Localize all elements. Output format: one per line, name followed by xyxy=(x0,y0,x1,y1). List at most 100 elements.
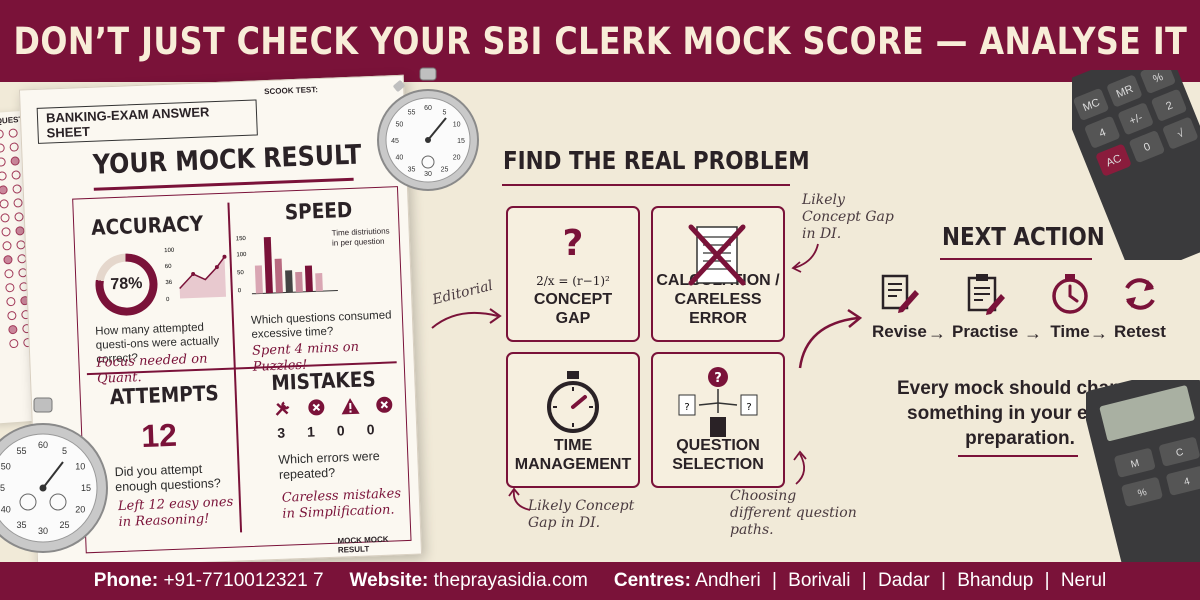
note-arrow-bottom-left xyxy=(508,487,531,511)
answer-bubble xyxy=(0,143,5,153)
accuracy-tick-36: 36 xyxy=(165,280,173,286)
answer-bubble xyxy=(8,324,18,335)
calculator-key-label: C xyxy=(1175,447,1185,459)
answer-bubble xyxy=(11,170,21,180)
calculator-key xyxy=(1163,117,1198,149)
answer-bubble xyxy=(10,156,20,166)
attempts-note: Left 12 easy ones in Reasoning! xyxy=(117,494,234,531)
watch-face-number: 45 xyxy=(0,483,5,493)
answer-bubble xyxy=(0,199,9,209)
step-retest: Retest xyxy=(1114,272,1166,342)
sheet-footer: MOCK MOCK RESULT xyxy=(337,534,389,555)
calculator-key xyxy=(1114,448,1156,478)
watch-face-number: 40 xyxy=(1,505,11,515)
section-title-find-problem: FIND THE REAL PROBLEM xyxy=(503,146,810,175)
tagline: Every mock should change something in yo… xyxy=(896,378,1144,449)
watch-face-number: 50 xyxy=(396,122,404,129)
note-question-paths: Choosing different question paths. xyxy=(730,488,857,538)
accuracy-line-chart: 100 60 36 0 xyxy=(164,248,227,303)
step-practise: Practise xyxy=(952,272,1018,342)
answer-bubble xyxy=(13,198,23,208)
watch-face-number: 35 xyxy=(16,520,26,530)
calculator-key xyxy=(1107,75,1142,107)
attempts-question: Did you attempt enough questions? xyxy=(114,461,222,495)
step-arrow: → xyxy=(928,323,946,343)
warning-icon xyxy=(340,396,361,417)
mistakes-title: MISTAKES xyxy=(270,367,377,396)
section-title-underline xyxy=(940,258,1092,260)
watch-face-number: 55 xyxy=(408,109,416,116)
card-concept-gap: ? 2/x = (r−1)² CONCEPT GAP xyxy=(506,206,640,342)
calculator-key-label: 2 xyxy=(1164,99,1174,112)
calculator-key xyxy=(1096,144,1131,176)
watch-face-number: 5 xyxy=(62,446,67,456)
mistakes-question: Which errors were repeated? xyxy=(278,448,380,482)
calculator-key-label: % xyxy=(1137,487,1148,500)
watch-face-number: 50 xyxy=(1,462,11,472)
card-time-management: TIME MANAGEMENT xyxy=(506,352,640,488)
step-revise: Revise xyxy=(872,272,927,342)
calculator-image-bottom: MC%4 xyxy=(1086,380,1200,562)
calculator-key xyxy=(1121,477,1163,507)
calculator-key-label: MC xyxy=(1081,97,1101,115)
wrench-icon xyxy=(272,398,293,419)
svg-text:?: ? xyxy=(714,371,722,386)
x-circle-icon xyxy=(306,397,327,418)
note-concept-gap-bottom: Likely Concept Gap in DI. xyxy=(528,498,635,531)
card-label: TIME MANAGEMENT xyxy=(514,437,632,473)
page-title: DON’T JUST CHECK YOUR SBI CLERK MOCK SCO… xyxy=(13,19,1187,63)
phone-number[interactable]: +91-7710012321 7 xyxy=(163,570,324,591)
speed-tick-0: 0 xyxy=(238,288,242,294)
clipboard-pencil-icon xyxy=(967,274,1006,315)
accuracy-value: 78% xyxy=(102,260,151,309)
calculator-key xyxy=(1166,466,1200,496)
watch-face-number: 55 xyxy=(16,446,26,456)
answer-bubble xyxy=(0,157,6,167)
step-arrow: → xyxy=(1024,323,1042,343)
watch-face-number: 30 xyxy=(38,526,48,536)
speed-tick-100: 100 xyxy=(236,252,247,258)
centre-item: Dadar xyxy=(877,570,930,591)
accuracy-tick-100: 100 xyxy=(164,248,175,254)
calculator-key xyxy=(1151,89,1187,121)
section-title-underline xyxy=(502,184,790,186)
step-label: Revise xyxy=(872,322,927,341)
card-calculation-error: CALCULATION / CARELESS ERROR xyxy=(651,206,785,342)
svg-text:?: ? xyxy=(746,402,751,413)
phone-label: Phone: xyxy=(93,570,159,591)
header-banner: DON’T JUST CHECK YOUR SBI CLERK MOCK SCO… xyxy=(0,0,1200,82)
watch-face-number: 60 xyxy=(424,105,432,112)
answer-bubble xyxy=(0,129,4,139)
answer-bubble xyxy=(9,338,19,349)
centre-item: Bhandup xyxy=(957,570,1034,591)
calculator-key-label: +/- xyxy=(1128,112,1145,128)
answer-bubble xyxy=(12,184,22,194)
answer-bubble xyxy=(3,254,13,265)
crossed-sheet-icon xyxy=(653,218,783,294)
centre-item: Andheri xyxy=(695,570,761,591)
answer-bubble xyxy=(0,185,8,195)
tagline-underline xyxy=(958,455,1078,457)
mistake-count: 3 xyxy=(276,424,286,441)
centre-item: Borivali xyxy=(788,570,851,591)
website-link[interactable]: theprayasidia.com xyxy=(433,570,588,591)
speed-title: SPEED xyxy=(284,197,353,225)
watch-face-number: 25 xyxy=(441,167,449,174)
watch-face-number: 40 xyxy=(396,155,404,162)
answer-bubble xyxy=(7,310,17,321)
answer-bubble xyxy=(8,128,18,138)
centre-item: Nerul xyxy=(1060,570,1107,591)
sheet-title: YOUR MOCK RESULT xyxy=(92,139,363,181)
speed-bar-chart: 150 100 50 0 Time distriutions in per qu… xyxy=(236,226,390,294)
card-label: QUESTION SELECTION xyxy=(672,437,764,473)
next-action-arrow xyxy=(798,308,863,369)
speed-tick-50: 50 xyxy=(237,270,245,276)
sheet-tag: SCOOK TEST: xyxy=(264,85,319,97)
answer-bubble xyxy=(5,282,15,293)
answer-bubble xyxy=(2,240,12,251)
answer-bubble xyxy=(1,227,11,237)
calculator-key-label: AC xyxy=(1105,153,1124,170)
step-time: Time xyxy=(1048,272,1092,342)
